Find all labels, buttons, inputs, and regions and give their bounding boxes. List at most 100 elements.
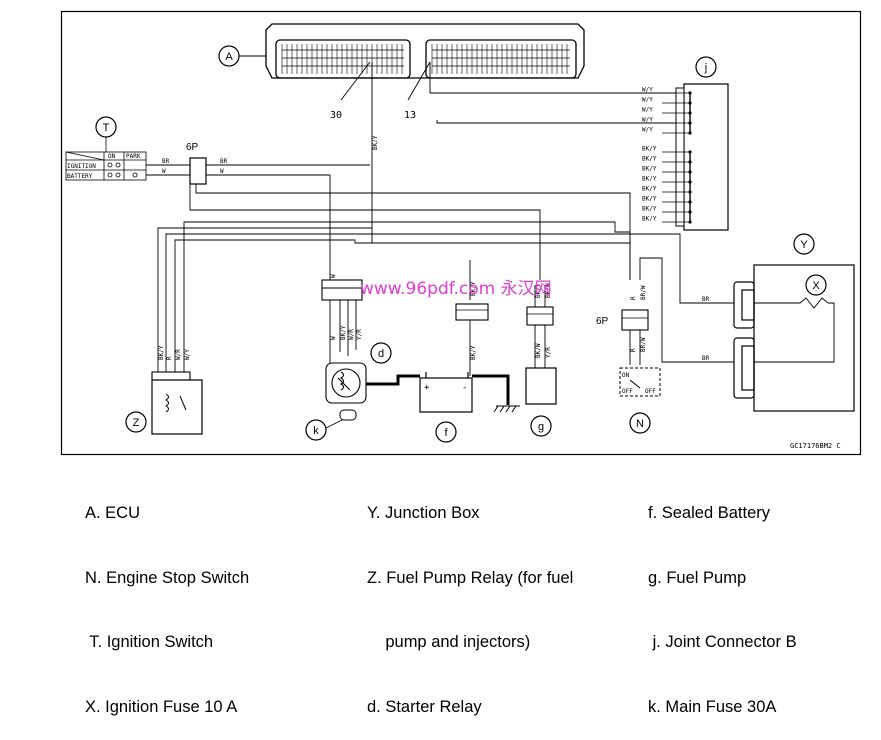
legend-item: A. ECU	[85, 504, 141, 522]
n-switch-on: ON	[622, 372, 630, 379]
n-switch-off-2: OFF	[645, 388, 656, 395]
ignition-col-on: ON	[108, 153, 116, 160]
battery-cable-positive	[364, 374, 420, 386]
wire-g-top-1: BK/Y	[535, 283, 542, 298]
legend-item: T. Ignition Switch	[85, 633, 214, 651]
wire-g-top-2: BK/W	[545, 283, 552, 298]
wire-g-bottom-2: Y/R	[545, 347, 552, 358]
joint-wire-label: W/Y	[642, 87, 653, 94]
letter-circle-k	[305, 419, 327, 441]
joint-wire-label: W/Y	[642, 107, 653, 114]
legend-item: Y. Junction Box	[367, 504, 480, 522]
ecu-pin-30: 30	[330, 110, 342, 121]
ecu-pin-13: 13	[404, 110, 416, 121]
wire-d-bottom-2: BK/Y	[340, 325, 347, 340]
wire-n-bottom-2: BR/W	[640, 337, 647, 352]
wire-n-bottom-1: R	[630, 348, 637, 352]
joint-wire-label: BK/Y	[642, 206, 657, 213]
fuel-pump-relay	[151, 379, 203, 435]
ignition-col-park: PARK	[126, 153, 141, 160]
legend-item: j. Joint Connector B	[648, 633, 797, 651]
battery-plus: +	[424, 383, 430, 393]
letter-circle-n	[629, 412, 651, 434]
joint-connector-tab	[675, 87, 685, 227]
letter-f: f	[444, 427, 448, 439]
wires	[146, 62, 734, 376]
letter-k: k	[313, 425, 319, 437]
letter-g: g	[538, 421, 544, 433]
joint-wire-label: W/Y	[642, 127, 653, 134]
wire-z-4: W/Y	[184, 349, 191, 360]
wire-fuse-top: BK/Y	[470, 281, 477, 296]
letter-t: T	[103, 122, 110, 134]
letter-d: d	[378, 348, 384, 360]
diagram-frame	[60, 10, 862, 456]
battery	[419, 372, 473, 413]
battery-cable-negative	[472, 374, 510, 405]
joint-wire-label: W/Y	[642, 97, 653, 104]
legend-item: pump and injectors)	[367, 633, 531, 651]
t-connector	[189, 157, 207, 185]
ecu-pin-grid	[281, 44, 568, 74]
joint-wire-label: BK/Y	[642, 186, 657, 193]
joint-wire-label: BK/Y	[642, 156, 657, 163]
starter-relay	[321, 279, 367, 404]
ignition-switch	[65, 151, 147, 181]
wire-d-bottom-4: Y/R	[356, 329, 363, 340]
letter-n: N	[636, 418, 644, 430]
wire-d-bottom-1: W	[330, 336, 337, 340]
joint-wire-label: BK/Y	[642, 146, 657, 153]
watermark: www.96pdf.com 永汉网	[360, 279, 552, 299]
fuse-connector	[455, 303, 489, 321]
joint-wire-label: BK/Y	[642, 166, 657, 173]
wire-d-top: W	[330, 274, 337, 278]
junction-box	[733, 264, 855, 412]
t-connector-label: 6P	[186, 142, 199, 153]
wire-n-top-2: BR/W	[640, 285, 647, 300]
legend-item: N. Engine Stop Switch	[85, 568, 250, 587]
legend-item: g. Fuel Pump	[648, 568, 747, 587]
wire-z-2: R	[166, 356, 173, 360]
legend-column-2: Y. Junction Box Z. Fuel Pump Relay (for …	[367, 460, 573, 740]
diagram-code: GC17176BM2 C	[790, 442, 841, 450]
wire-t-br-left: BR	[162, 158, 170, 165]
legend-item: f. Sealed Battery	[648, 504, 770, 522]
letter-a: A	[225, 51, 233, 63]
joint-connector-body	[683, 83, 729, 231]
fuel-pump-connector	[526, 306, 554, 326]
legend-item: Z. Fuel Pump Relay (for fuel	[367, 568, 574, 587]
wire-ecu-down: BK/Y	[372, 135, 379, 150]
letter-circle-g	[530, 415, 552, 437]
wire-z-1: BK/Y	[158, 345, 165, 360]
wire-fuse-bottom: BK/Y	[470, 345, 477, 360]
letter-circle-f	[435, 421, 457, 443]
wire-n-top-1: R	[630, 296, 637, 300]
fuel-pump	[525, 367, 557, 405]
legend-item: k. Main Fuse 30A	[648, 697, 777, 716]
wire-t-w-right: W	[220, 168, 224, 175]
joint-wire-label: BK/Y	[642, 196, 657, 203]
joint-connector-wires: W/YW/YW/YW/YW/YBK/YBK/YBK/YBK/YBK/YBK/YB…	[642, 87, 692, 224]
legend-column-1: A. ECU N. Engine Stop Switch T. Ignition…	[85, 460, 249, 740]
engine-stop-switch	[619, 367, 661, 397]
ignition-row-battery: BATTERY	[67, 173, 93, 180]
wire-d-bottom-3: W/R	[348, 329, 355, 340]
legend-item: d. Starter Relay	[367, 697, 482, 716]
ground-symbol	[493, 405, 520, 413]
letter-x: X	[812, 280, 820, 292]
n-switch-off-1: OFF	[622, 388, 633, 395]
wire-t-br-right: BR	[220, 158, 228, 165]
letter-y: Y	[800, 239, 808, 251]
letter-circle-y	[793, 233, 815, 255]
letter-circle-d	[370, 342, 392, 364]
letter-j: j	[704, 62, 707, 74]
wire-g-bottom-1: BK/W	[535, 343, 542, 358]
letter-circle-j	[695, 56, 717, 78]
wire-y-upper: BR	[702, 296, 710, 303]
wire-z-3: W/R	[175, 349, 182, 360]
letter-circle-x	[805, 274, 827, 296]
letter-z: Z	[133, 417, 140, 429]
letter-circle-z	[125, 411, 147, 433]
joint-wire-label: BK/Y	[642, 216, 657, 223]
n-connector-label: 6P	[596, 316, 609, 327]
